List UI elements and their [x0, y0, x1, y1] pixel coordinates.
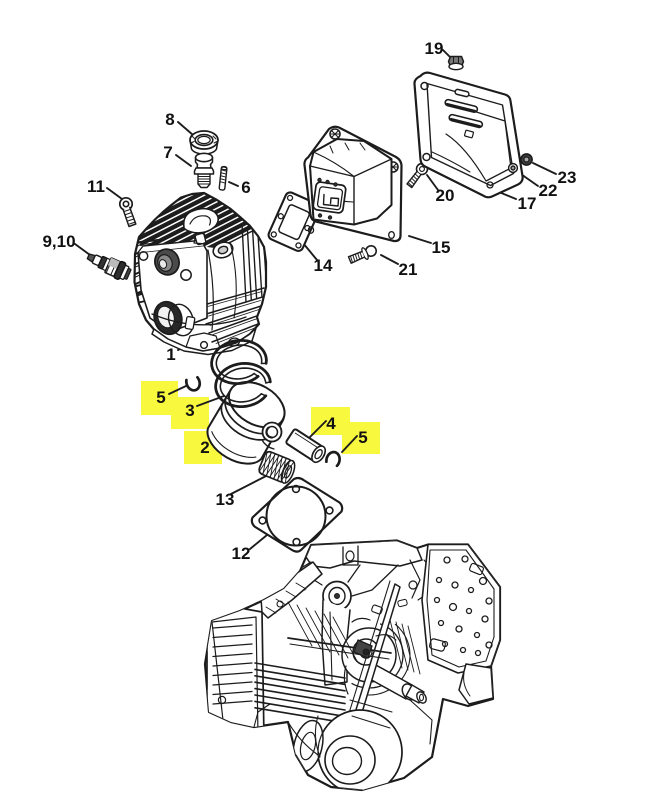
svg-text:12: 12	[232, 544, 251, 563]
svg-text:8: 8	[165, 110, 174, 129]
svg-text:17: 17	[518, 194, 537, 213]
svg-text:23: 23	[558, 168, 577, 187]
svg-text:11: 11	[87, 177, 105, 196]
svg-text:22: 22	[539, 181, 558, 200]
svg-text:20: 20	[436, 186, 455, 205]
svg-text:3: 3	[185, 401, 194, 420]
svg-text:4: 4	[326, 414, 336, 433]
svg-text:5: 5	[358, 428, 367, 447]
svg-text:21: 21	[399, 260, 418, 279]
svg-text:13: 13	[216, 490, 235, 509]
svg-text:14: 14	[314, 256, 333, 275]
svg-text:15: 15	[432, 238, 451, 257]
svg-text:19: 19	[425, 39, 444, 58]
svg-text:5: 5	[156, 388, 165, 407]
svg-text:1: 1	[166, 345, 175, 364]
svg-text:7: 7	[163, 143, 172, 162]
svg-text:6: 6	[241, 178, 250, 197]
svg-text:9,10: 9,10	[42, 232, 75, 251]
svg-text:2: 2	[200, 438, 209, 457]
